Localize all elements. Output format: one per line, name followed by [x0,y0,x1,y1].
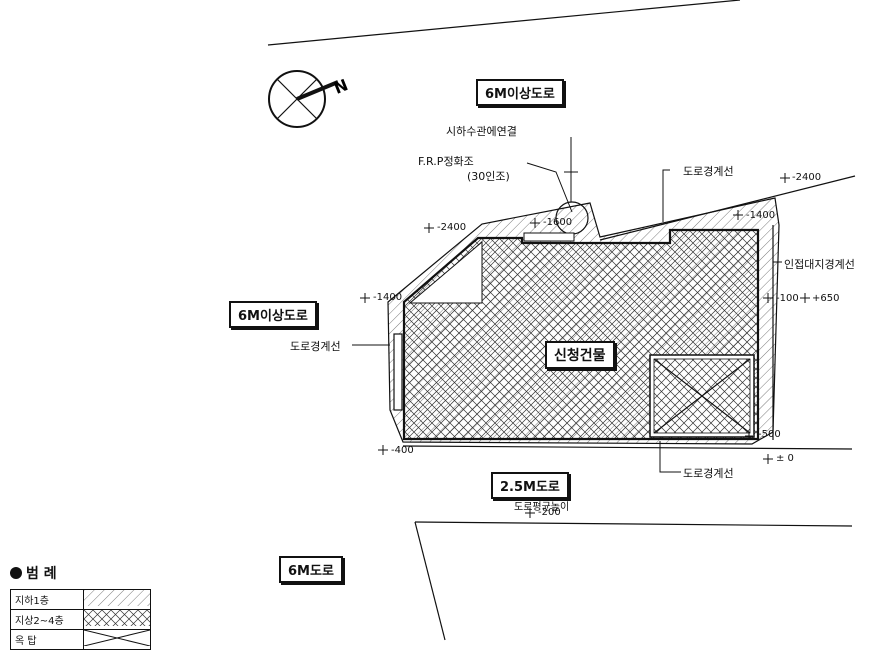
legend: 범 례 지하1층 지상2~4층 옥 탑 [10,563,151,650]
road-boundary-label-bottom: 도로경계선 [683,467,734,480]
road-edge-bottom [414,521,853,527]
legend-table: 지하1층 지상2~4층 옥 탑 [10,589,151,650]
level-100: -100 [776,293,799,304]
level-650: +650 [812,293,840,304]
road-label-south: 2.5M도로 [491,472,569,499]
level-1400-right: -1400 [746,210,776,221]
legend-swatch-cross [83,609,151,630]
septic-tank-label: F.R.P정화조 [418,155,474,168]
boundary-bottom-extension [402,445,853,450]
level-marker-icons [360,173,810,518]
level-500: -500 [758,429,781,440]
legend-swatch-x [83,629,151,650]
level-0: ± 0 [776,453,794,464]
level-400: -400 [391,445,414,456]
level-1600: -1600 [543,217,573,228]
legend-row-label: 지상2~4층 [10,609,84,630]
neighbor-boundary-label: 인접대지경계선 [784,258,855,271]
level-200: -200 [538,507,561,518]
road-label-west: 6M이상도로 [229,301,317,328]
road-average-height-label: 도로평균높이 [514,502,570,513]
legend-swatch-diagonal [83,589,151,610]
level-2400-right: -2400 [792,172,822,183]
legend-row: 지상2~4층 [10,609,151,630]
road-edge-top [267,0,741,46]
legend-title: 범 례 [10,563,151,583]
building-label: 신청건물 [545,341,615,369]
legend-title-text: 범 례 [26,566,57,582]
neighbor-boundary-line [599,175,856,241]
road-label-southwest: 6M도로 [279,556,343,583]
legend-row-label: 옥 탑 [10,629,84,650]
svg-text:N: N [331,75,351,98]
level-1400-left: -1400 [373,292,403,303]
road-boundary-label-left: 도로경계선 [290,340,341,353]
septic-tank-capacity: (30인조) [467,170,510,183]
legend-row: 옥 탑 [10,629,151,650]
level-2400-left: -2400 [437,222,467,233]
legend-row: 지하1층 [10,589,151,610]
rooftop-block [649,354,755,438]
sewer-label: 시하수관에연결 [446,125,517,138]
bullet-icon [10,567,22,579]
left-door [393,333,403,411]
north-arrow-icon: N [268,70,351,128]
road-label-north: 6M이상도로 [476,79,564,106]
legend-row-label: 지하1층 [10,589,84,610]
road-boundary-label-top: 도로경계선 [683,165,734,178]
road-edge-bottom-diagonal [414,521,446,641]
